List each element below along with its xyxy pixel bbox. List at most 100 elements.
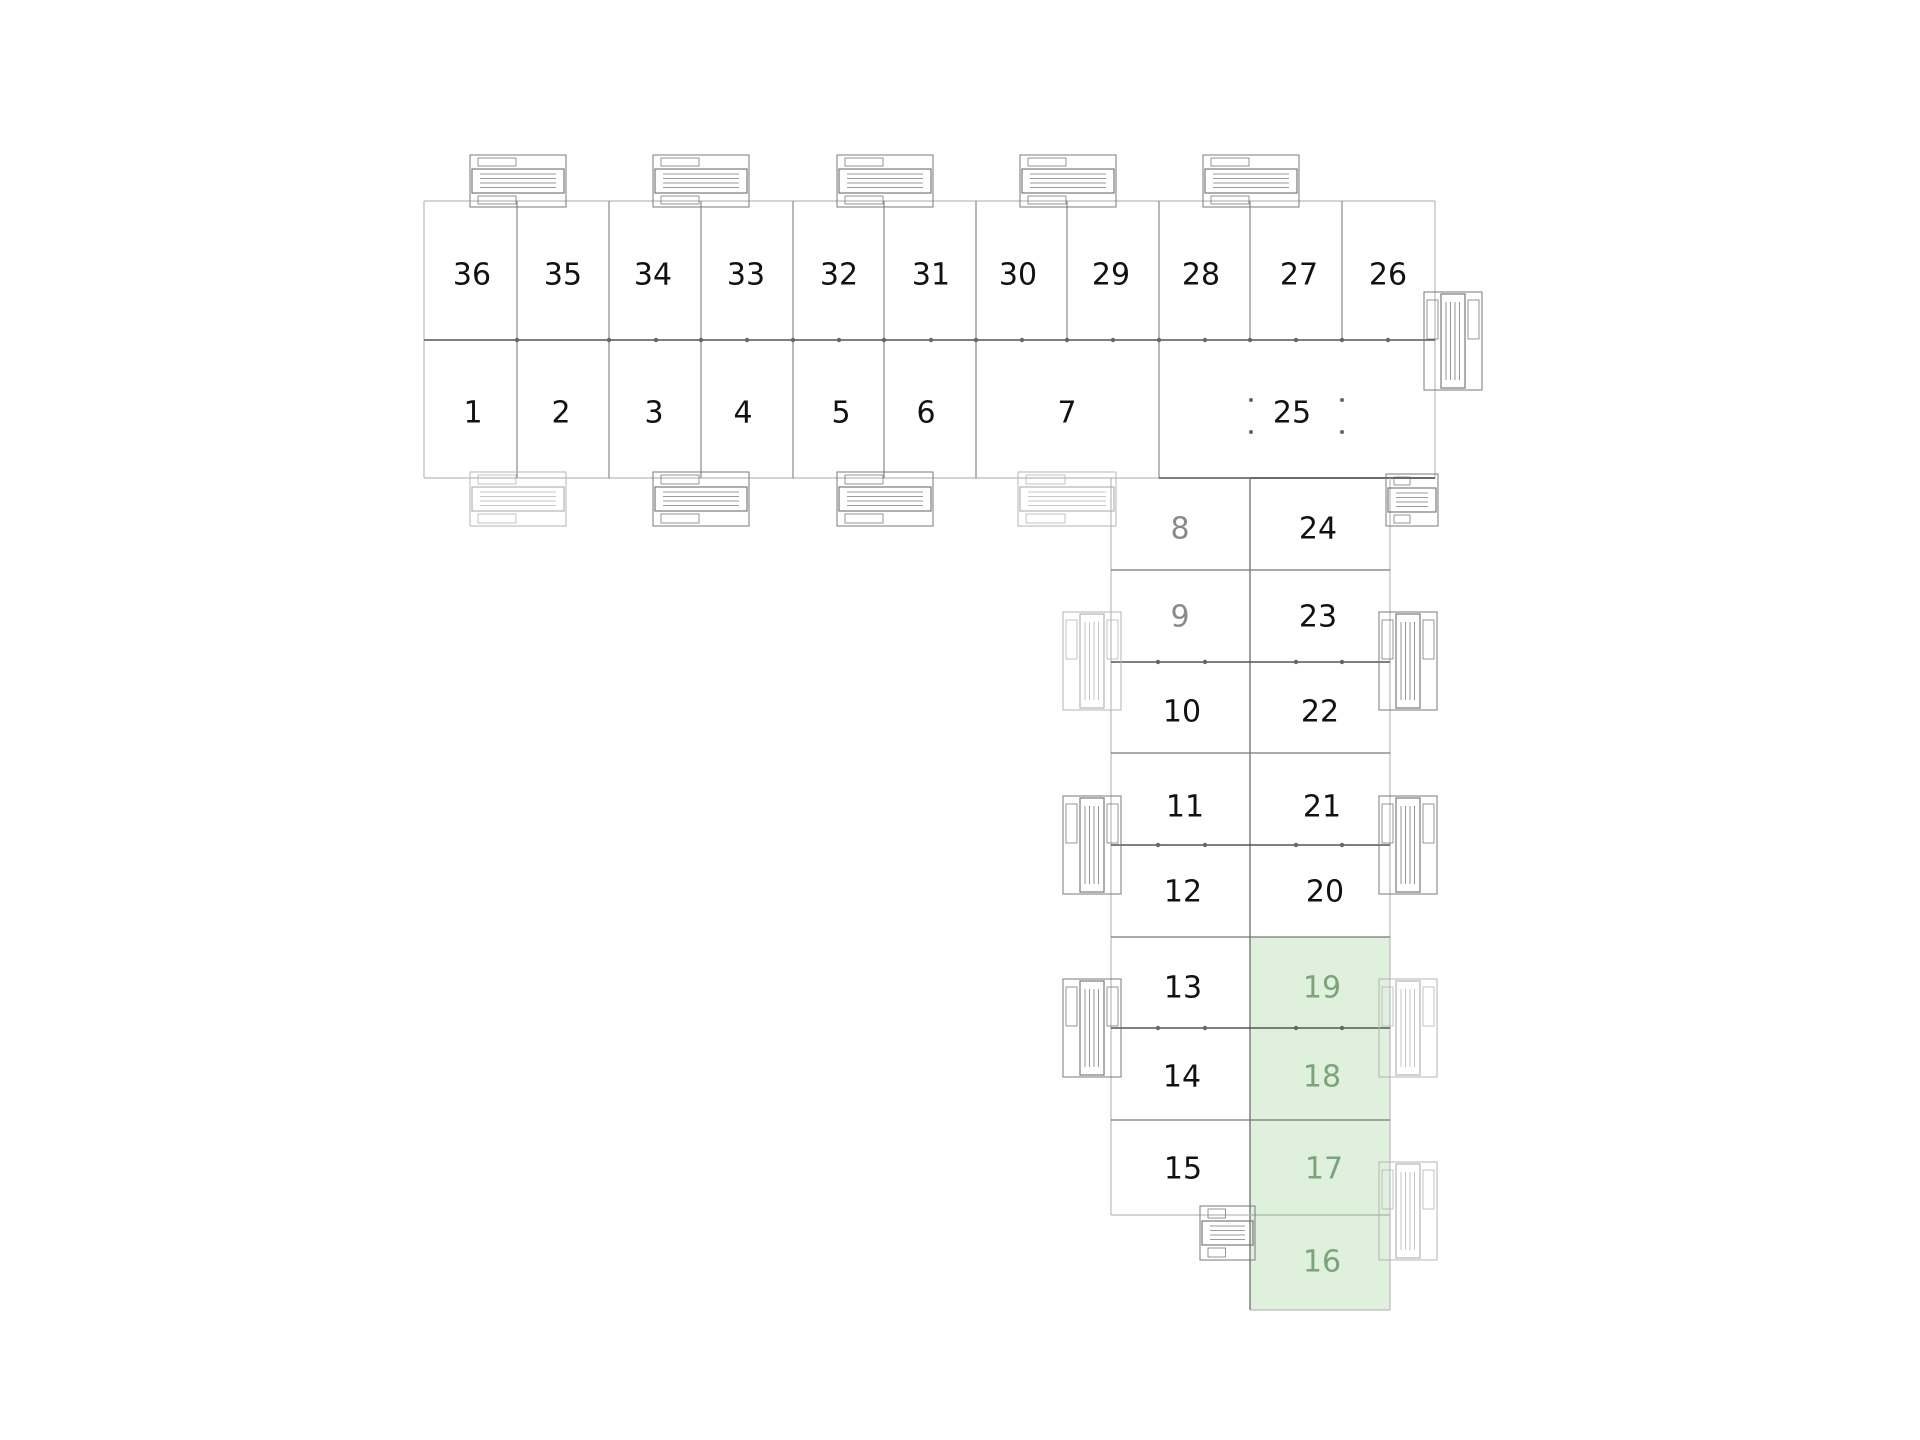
column-dot [1110, 337, 1116, 343]
column-dot [1155, 1025, 1161, 1031]
unit-label-19[interactable]: 19 [1303, 971, 1341, 1006]
unit-label-6[interactable]: 6 [916, 396, 935, 431]
column-dot [1339, 1025, 1345, 1031]
column-dot [1340, 430, 1344, 434]
column-dot [1249, 430, 1253, 434]
unit-label-8[interactable]: 8 [1170, 512, 1189, 547]
stair-core-unit-25 [1423, 291, 1483, 391]
column-dot [1339, 659, 1345, 665]
unit-label-16[interactable]: 16 [1303, 1245, 1341, 1280]
highlight-fill-unit-19 [1250, 937, 1390, 1028]
column-dot [1247, 337, 1253, 343]
column-dot [1340, 398, 1344, 402]
column-dot [1293, 1025, 1299, 1031]
column-dot [1293, 337, 1299, 343]
stair-core-unit-18-19 [1378, 978, 1438, 1078]
unit-label-4[interactable]: 4 [733, 396, 752, 431]
unit-label-26[interactable]: 26 [1369, 258, 1407, 293]
column-dot [1202, 1025, 1208, 1031]
stair-core-unit-9-10 [1062, 611, 1122, 711]
column-dot [1019, 337, 1025, 343]
unit-label-11[interactable]: 11 [1166, 790, 1204, 825]
unit-label-1[interactable]: 1 [463, 396, 482, 431]
stair-core-unit-7 [1017, 471, 1117, 527]
stair-core-unit-22-23 [1378, 611, 1438, 711]
column-dot [1155, 659, 1161, 665]
column-dot [1155, 842, 1161, 848]
column-dot [1339, 337, 1345, 343]
unit-label-20[interactable]: 20 [1306, 875, 1344, 910]
column-dot [1339, 842, 1345, 848]
stair-core-unit-13-14 [1062, 978, 1122, 1078]
unit-label-24[interactable]: 24 [1299, 512, 1337, 547]
unit-label-25[interactable]: 25 [1273, 396, 1311, 431]
highlighted-units-layer [1250, 937, 1390, 1310]
stair-core-unit-15 [1199, 1205, 1256, 1261]
unit-label-14[interactable]: 14 [1163, 1060, 1201, 1095]
stair-core-bottom-1 [469, 471, 567, 527]
unit-label-15[interactable]: 15 [1164, 1152, 1202, 1187]
column-dot [698, 337, 704, 343]
stair-core-unit-24 [1385, 473, 1439, 527]
column-dot [836, 337, 842, 343]
unit-label-31[interactable]: 31 [912, 258, 950, 293]
stair-core-top-1 [469, 154, 567, 208]
unit-label-13[interactable]: 13 [1164, 971, 1202, 1006]
unit-label-7[interactable]: 7 [1057, 396, 1076, 431]
column-dot [1202, 659, 1208, 665]
highlight-fill-unit-16 [1250, 1215, 1390, 1310]
unit-label-10[interactable]: 10 [1163, 695, 1201, 730]
column-dot [790, 337, 796, 343]
column-dot [606, 337, 612, 343]
column-dot [928, 337, 934, 343]
unit-label-35[interactable]: 35 [544, 258, 582, 293]
column-dot [1156, 337, 1162, 343]
stair-core-top-3 [836, 154, 934, 208]
highlight-fill-unit-18 [1250, 1028, 1390, 1120]
stair-core-bottom-3 [836, 471, 934, 527]
unit-label-17[interactable]: 17 [1305, 1152, 1343, 1187]
stair-core-bottom-2 [652, 471, 750, 527]
highlight-fill-unit-17 [1250, 1120, 1390, 1215]
unit-label-2[interactable]: 2 [551, 396, 570, 431]
column-dot [1385, 337, 1391, 343]
unit-label-29[interactable]: 29 [1092, 258, 1130, 293]
unit-label-9[interactable]: 9 [1170, 600, 1189, 635]
column-dot [881, 337, 887, 343]
column-dot [653, 337, 659, 343]
unit-label-33[interactable]: 33 [727, 258, 765, 293]
column-dot [744, 337, 750, 343]
unit-label-27[interactable]: 27 [1280, 258, 1318, 293]
walls-layer [423, 200, 1436, 1311]
stair-core-top-4 [1019, 154, 1117, 208]
stair-core-top-5 [1202, 154, 1300, 208]
stair-core-unit-16-17 [1378, 1161, 1438, 1261]
unit-label-32[interactable]: 32 [820, 258, 858, 293]
unit-label-3[interactable]: 3 [644, 396, 663, 431]
column-dot [514, 337, 520, 343]
column-dot [1202, 337, 1208, 343]
unit-label-18[interactable]: 18 [1303, 1060, 1341, 1095]
column-dot [973, 337, 979, 343]
unit-label-28[interactable]: 28 [1182, 258, 1220, 293]
unit-label-5[interactable]: 5 [831, 396, 850, 431]
stair-cores-layer [469, 154, 1483, 1261]
column-dot [1293, 842, 1299, 848]
unit-cells-layer [424, 201, 1435, 1310]
unit-label-30[interactable]: 30 [999, 258, 1037, 293]
stair-core-unit-11-12 [1062, 795, 1122, 895]
unit-label-23[interactable]: 23 [1299, 600, 1337, 635]
stair-core-top-2 [652, 154, 750, 208]
unit-label-12[interactable]: 12 [1164, 875, 1202, 910]
stair-core-unit-20-21 [1378, 795, 1438, 895]
column-dot [1064, 337, 1070, 343]
column-dot [1249, 398, 1253, 402]
unit-label-36[interactable]: 36 [453, 258, 491, 293]
unit-label-21[interactable]: 21 [1303, 790, 1341, 825]
unit-label-34[interactable]: 34 [634, 258, 672, 293]
column-dot [1202, 842, 1208, 848]
unit-label-22[interactable]: 22 [1301, 695, 1339, 730]
column-dot [1293, 659, 1299, 665]
